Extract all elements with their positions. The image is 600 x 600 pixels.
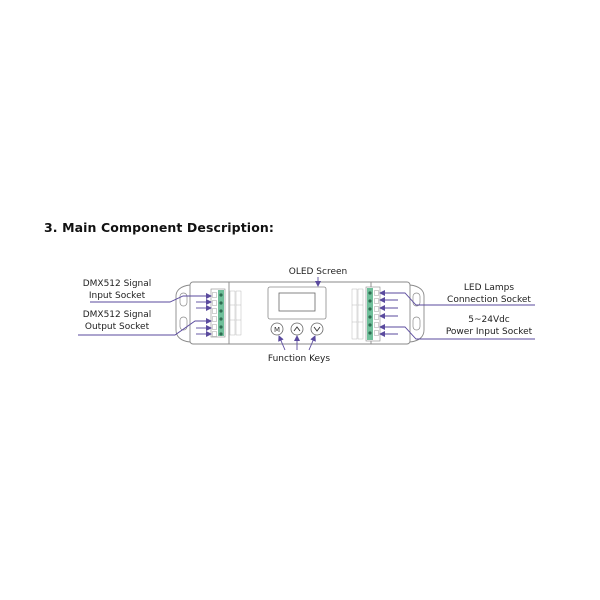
dmx-output-label-line2: Output Socket bbox=[85, 322, 150, 332]
function-key-mode[interactable]: M bbox=[270, 322, 284, 336]
led-socket-arrows bbox=[379, 290, 535, 319]
dmx-input-label-line1: DMX512 Signal bbox=[83, 279, 152, 289]
mounting-holes bbox=[179, 292, 421, 331]
dmx-input-label-line2: Input Socket bbox=[89, 291, 146, 301]
function-key-up[interactable] bbox=[290, 322, 304, 336]
dmx-input-arrows bbox=[90, 293, 212, 311]
chevron-down-icon bbox=[313, 326, 321, 332]
dmx-output-label-line1: DMX512 Signal bbox=[83, 310, 152, 320]
power-label-line1: 5~24Vdc bbox=[468, 315, 510, 325]
dmx-terminal-block bbox=[210, 288, 242, 338]
function-key-mode-label: M bbox=[274, 326, 280, 334]
power-label-line2: Power Input Socket bbox=[446, 327, 533, 337]
output-terminal-block bbox=[351, 286, 381, 342]
oled-label: OLED Screen bbox=[289, 267, 348, 277]
section-heading: 3. Main Component Description: bbox=[44, 220, 274, 235]
power-socket-arrows bbox=[379, 324, 535, 340]
function-keys-label: Function Keys bbox=[268, 354, 330, 364]
led-label-line2: Connection Socket bbox=[447, 295, 531, 305]
oled-screen bbox=[267, 286, 327, 320]
function-keys-arrows bbox=[278, 335, 316, 351]
dmx-output-arrows bbox=[78, 318, 212, 337]
chevron-up-icon bbox=[293, 326, 301, 332]
function-key-down[interactable] bbox=[310, 322, 324, 336]
led-label-line1: LED Lamps bbox=[464, 283, 515, 293]
